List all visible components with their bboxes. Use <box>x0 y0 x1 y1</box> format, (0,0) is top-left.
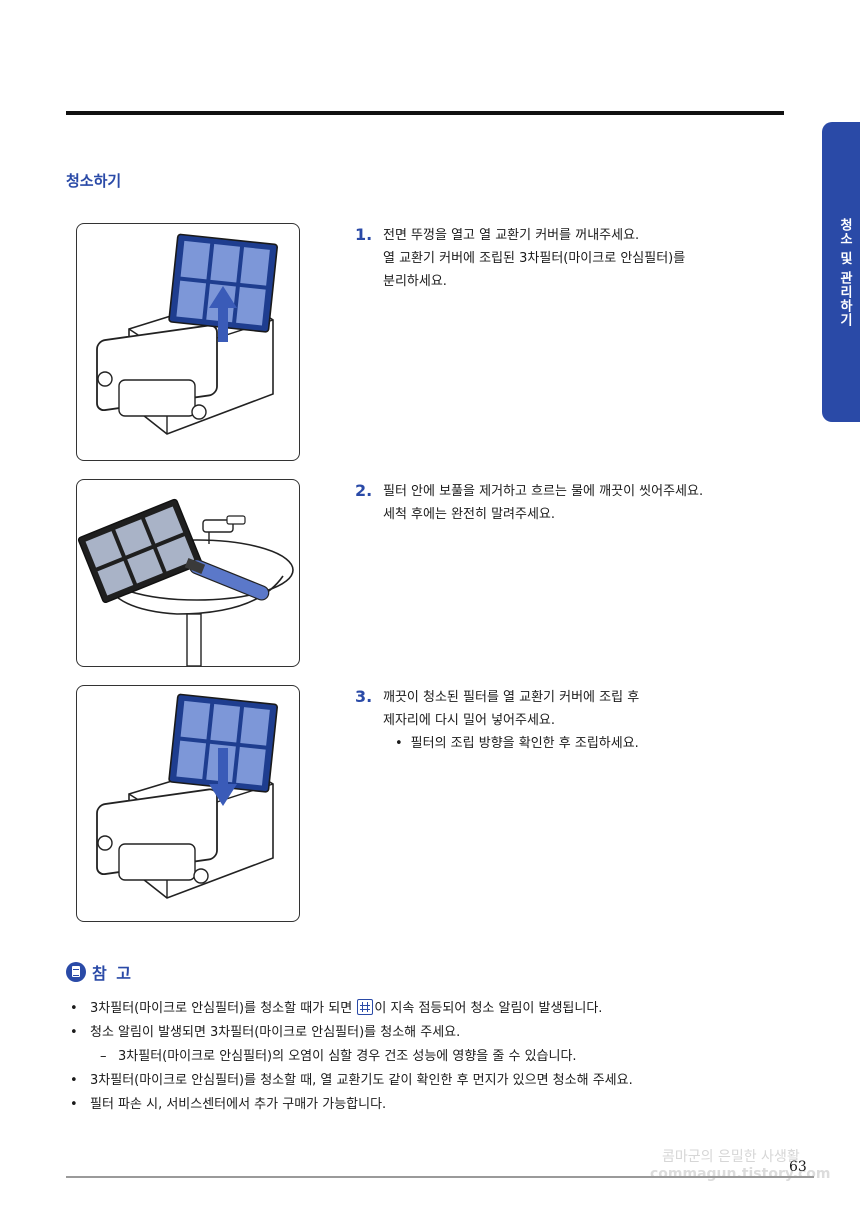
note-text: 3차필터(마이크로 안심필터)를 청소할 때, 열 교환기도 같이 확인한 후 … <box>90 1073 633 1088</box>
step-number: 1. <box>355 225 373 244</box>
page-number: 63 <box>789 1159 807 1175</box>
note-subitem: 3차필터(마이크로 안심필터)의 오염이 심할 경우 건조 성능에 영향을 줄 … <box>68 1045 808 1069</box>
step-2: 2. 필터 안에 보풀을 제거하고 흐르는 물에 깨끗이 씻어주세요. 세척 후… <box>355 480 775 526</box>
figure-reinsert-filter <box>76 685 300 922</box>
step-text: 제자리에 다시 밀어 넣어주세요. <box>383 713 556 728</box>
watermark-url: commagun.tistory.com <box>650 1166 831 1182</box>
note-text: 3차필터(마이크로 안심필터)를 청소할 때가 되면 <box>90 1001 357 1016</box>
filter-grid-icon <box>357 999 374 1015</box>
step-text: 전면 뚜껑을 열고 열 교환기 커버를 꺼내주세요. <box>383 228 640 243</box>
step-1: 1. 전면 뚜껑을 열고 열 교환기 커버를 꺼내주세요. 열 교환기 커버에 … <box>355 224 775 293</box>
side-tab: 청소 및 관리하기 <box>822 122 860 422</box>
note-list: 3차필터(마이크로 안심필터)를 청소할 때가 되면 이 지속 점등되어 청소 … <box>68 997 808 1117</box>
step-text: 분리하세요. <box>383 274 447 289</box>
heat-exchanger-remove-illustration <box>96 233 278 435</box>
note-header: 참 고 <box>66 960 133 984</box>
note-item: 필터 파손 시, 서비스센터에서 추가 구매가 가능합니다. <box>68 1093 808 1117</box>
figure-wash-filter <box>76 479 300 667</box>
step-text: 필터 안에 보풀을 제거하고 흐르는 물에 깨끗이 씻어주세요. <box>383 484 704 499</box>
step-text: 세척 후에는 완전히 말려주세요. <box>383 507 556 522</box>
step-text: 열 교환기 커버에 조립된 3차필터(마이크로 안심필터)를 <box>383 251 686 266</box>
note-title: 참 고 <box>92 964 134 983</box>
watermark-title: 콤마군의 은밀한 사생활 <box>662 1149 800 1165</box>
bottom-rule <box>66 1176 814 1178</box>
note-text: 필터 파손 시, 서비스센터에서 추가 구매가 가능합니다. <box>90 1097 387 1112</box>
note-text: 청소 알림이 발생되면 3차필터(마이크로 안심필터)를 청소해 주세요. <box>90 1025 461 1040</box>
note-text: 이 지속 점등되어 청소 알림이 발생됩니다. <box>374 1001 603 1016</box>
step-number: 3. <box>355 687 373 706</box>
step-text: 깨끗이 청소된 필터를 열 교환기 커버에 조립 후 <box>383 690 640 705</box>
step-bullet: 필터의 조립 방향을 확인한 후 조립하세요. <box>395 732 775 755</box>
step-3: 3. 깨끗이 청소된 필터를 열 교환기 커버에 조립 후 제자리에 다시 밀어… <box>355 686 775 755</box>
note-icon <box>66 962 86 982</box>
step-number: 2. <box>355 481 373 500</box>
side-tab-label: 청소 및 관리하기 <box>837 218 852 328</box>
section-title: 청소하기 <box>66 172 122 190</box>
note-item: 3차필터(마이크로 안심필터)를 청소할 때, 열 교환기도 같이 확인한 후 … <box>68 1069 808 1093</box>
sink-wash-illustration <box>77 498 294 666</box>
heat-exchanger-reinsert-illustration <box>96 693 278 899</box>
note-item: 3차필터(마이크로 안심필터)를 청소할 때가 되면 이 지속 점등되어 청소 … <box>68 997 808 1021</box>
note-item: 청소 알림이 발생되면 3차필터(마이크로 안심필터)를 청소해 주세요. <box>68 1021 808 1045</box>
figure-remove-filter <box>76 223 300 461</box>
note-text: 3차필터(마이크로 안심필터)의 오염이 심할 경우 건조 성능에 영향을 줄 … <box>118 1049 577 1064</box>
top-rule <box>66 111 784 115</box>
